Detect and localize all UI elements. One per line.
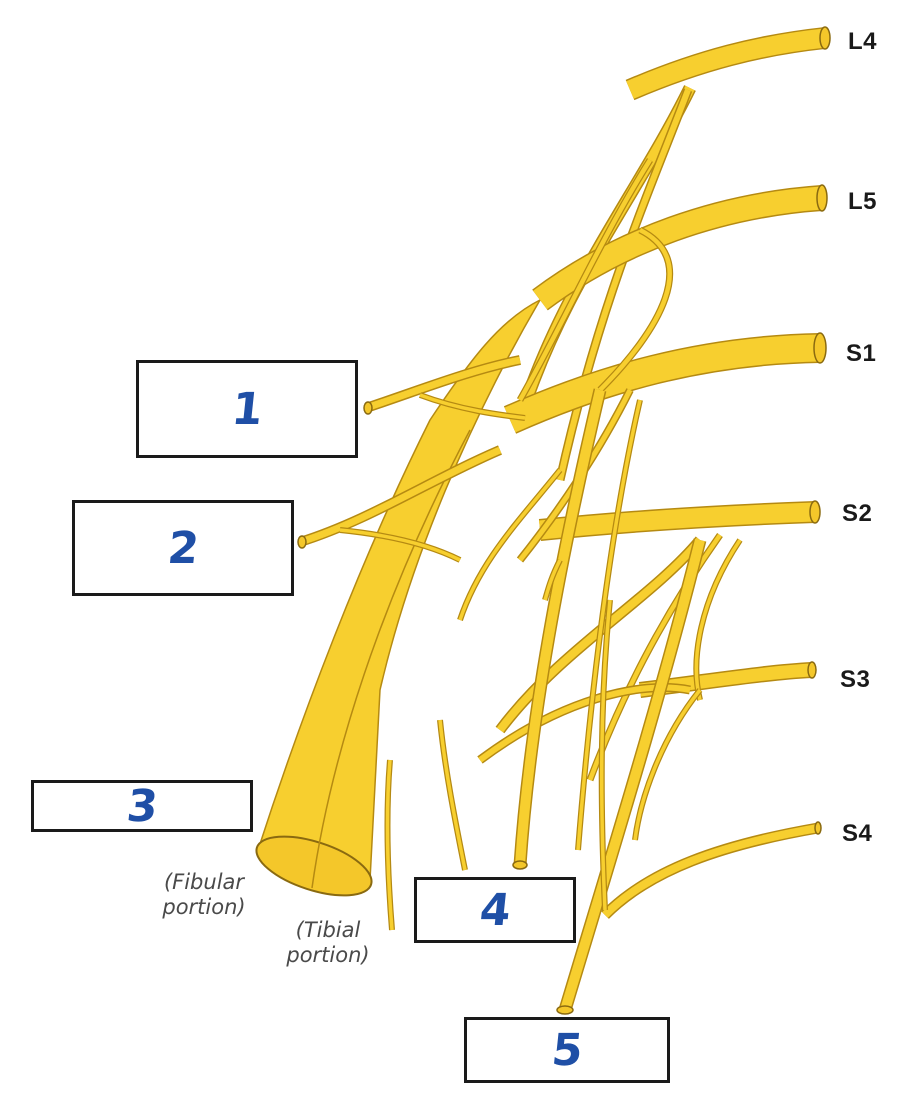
answer-box-2[interactable]: 2: [72, 500, 294, 596]
answer-box-3[interactable]: 3: [31, 780, 253, 832]
root-label-s1: S1: [846, 340, 876, 368]
root-s2-nerve: [540, 501, 820, 530]
answer-box-1-number: 1: [229, 384, 265, 435]
tibial-portion-line1: (Tibial: [272, 918, 384, 943]
answer-box-3-number: 3: [124, 781, 160, 832]
tibial-portion-line2: portion): [272, 943, 384, 968]
fibular-portion-label: (Fibular portion): [148, 870, 260, 920]
root-s1-nerve: [510, 333, 826, 420]
root-label-s4: S4: [842, 820, 872, 848]
root-label-s2: S2: [842, 500, 872, 528]
answer-box-4[interactable]: 4: [414, 877, 576, 943]
answer-box-4-number: 4: [477, 885, 513, 936]
root-l4-nerve: [630, 27, 830, 90]
answer-box-2-number: 2: [165, 523, 201, 574]
answer-box-1[interactable]: 1: [136, 360, 358, 458]
answer-box-5-number: 5: [549, 1025, 585, 1076]
root-label-l4: L4: [848, 28, 877, 56]
tibial-portion-label: (Tibial portion): [272, 918, 384, 968]
fibular-portion-line2: portion): [148, 895, 260, 920]
root-label-s3: S3: [840, 666, 870, 694]
root-label-l5: L5: [848, 188, 877, 216]
answer-box-5[interactable]: 5: [464, 1017, 670, 1083]
fibular-portion-line1: (Fibular: [148, 870, 260, 895]
